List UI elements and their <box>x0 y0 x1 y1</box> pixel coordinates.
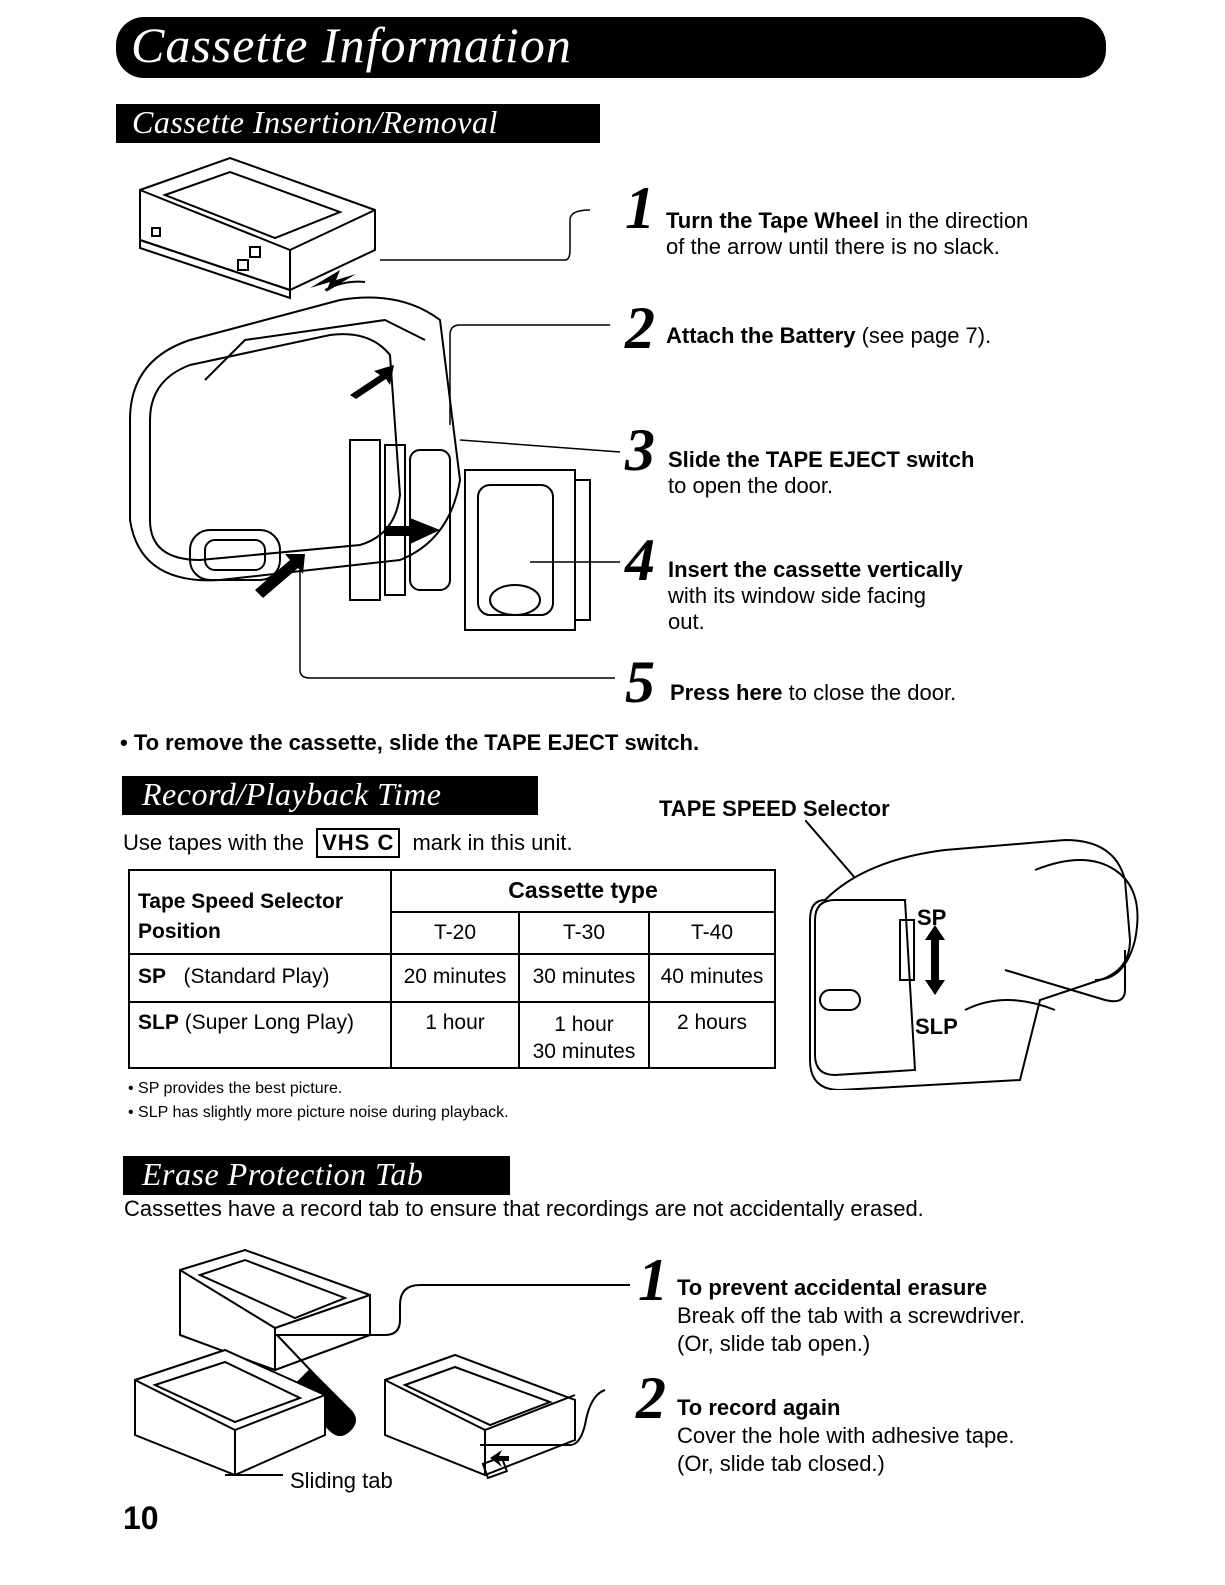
sp-t30: 30 minutes <box>518 953 650 1003</box>
table-header-cassette-type: Cassette type <box>390 869 776 913</box>
step-1-line2: of the arrow until there is no slack. <box>666 234 1000 259</box>
tape-speed-table: Tape Speed Selector Position Cassette ty… <box>128 869 776 1069</box>
intro-before: Use tapes with the <box>123 830 304 855</box>
slp-desc: (Super Long Play) <box>184 1011 354 1034</box>
erase-step-1-title: To prevent accidental erasure <box>677 1275 988 1300</box>
step-2-bold: Attach the Battery <box>666 323 856 348</box>
remove-note: • To remove the cassette, slide the TAPE… <box>120 730 700 755</box>
step-1-number: 1 <box>625 175 655 241</box>
erase-step-1-text: To prevent accidental erasure Break off … <box>677 1274 1097 1358</box>
erase-step-2-line2: (Or, slide tab closed.) <box>677 1451 885 1476</box>
step-4-bold: Insert the cassette vertically <box>668 557 963 582</box>
erase-step-2-line1: Cover the hole with adhesive tape. <box>677 1423 1015 1448</box>
intro-after: mark in this unit. <box>412 830 573 855</box>
camcorder-illustration <box>110 150 750 690</box>
sp-mode: SP <box>138 965 167 988</box>
wheel-arrow-icon <box>310 270 356 292</box>
type-t40: T-40 <box>648 911 776 955</box>
erase-intro: Cassettes have a record tab to ensure th… <box>124 1196 924 1221</box>
step-1-text: Turn the Tape Wheel in the direction of … <box>666 208 1086 260</box>
step-4-text: Insert the cassette vertically with its … <box>668 557 1088 635</box>
tape-speed-selector-label: TAPE SPEED Selector <box>659 796 890 821</box>
tape-speed-selector-illustration: SP SLP <box>805 820 1145 1090</box>
erase-step-2-title: To record again <box>677 1395 841 1420</box>
press-arrow-icon <box>255 554 305 598</box>
step-1-bold: Turn the Tape Wheel <box>666 208 880 233</box>
erase-tab-illustration <box>125 1240 645 1500</box>
step-5-rest: to close the door. <box>782 680 957 705</box>
erase-step-2-text: To record again Cover the hole with adhe… <box>677 1394 1097 1478</box>
leader-lines <box>300 210 620 678</box>
title-bar <box>116 17 1106 78</box>
insertion-section-title: Cassette Insertion/Removal <box>132 104 498 140</box>
playback-intro: Use tapes with the VHS C mark in this un… <box>123 828 573 858</box>
sp-desc: (Standard Play) <box>183 965 330 988</box>
step-4-line3: out. <box>668 609 705 634</box>
playback-section-title: Record/Playback Time <box>142 776 442 812</box>
erase-section-bar <box>123 1156 510 1195</box>
step-3-text: Slide the TAPE EJECT switch to open the … <box>668 447 1088 499</box>
page-number: 10 <box>123 1500 159 1536</box>
insertion-section-bar <box>116 104 600 143</box>
erase-step-2-number: 2 <box>636 1365 666 1431</box>
cassette-drawing <box>140 158 375 298</box>
sp-t20: 20 minutes <box>390 953 520 1003</box>
step-1-rest: in the direction <box>879 208 1029 233</box>
erase-step-1-line2: (Or, slide tab open.) <box>677 1331 871 1356</box>
row-slp-label: SLP (Super Long Play) <box>128 1001 392 1069</box>
speed-switch-arrow-icon <box>925 925 945 995</box>
step-5-text: Press here to close the door. <box>670 680 1090 706</box>
step-3-number: 3 <box>625 417 655 483</box>
sp-marker: SP <box>917 905 946 930</box>
note-sp: • SP provides the best picture. <box>128 1080 343 1097</box>
step-2-number: 2 <box>625 295 655 361</box>
cover-arrow-icon <box>490 1450 509 1467</box>
step-4-number: 4 <box>625 527 655 593</box>
row-sp-label: SP (Standard Play) <box>128 953 392 1003</box>
battery-arrow-icon <box>350 365 394 399</box>
step-2-rest: (see page 7). <box>855 323 992 348</box>
playback-section-bar <box>122 776 538 815</box>
slp-marker: SLP <box>915 1014 958 1039</box>
type-t20: T-20 <box>390 911 520 955</box>
slp-t20: 1 hour <box>390 1001 520 1069</box>
step-2-text: Attach the Battery (see page 7). <box>666 323 1086 349</box>
step-3-line2: to open the door. <box>668 473 834 498</box>
note-slp: • SLP has slightly more picture noise du… <box>128 1104 509 1121</box>
sp-t40: 40 minutes <box>648 953 776 1003</box>
step-5-bold: Press here <box>670 680 783 705</box>
slp-t30-line2: 30 minutes <box>532 1040 636 1063</box>
header-line2: Position <box>138 920 221 943</box>
erase-section-title: Erase Protection Tab <box>142 1156 424 1192</box>
table-header-position: Tape Speed Selector Position <box>128 869 392 955</box>
camcorder-drawing <box>130 298 590 631</box>
page-title: Cassette Information <box>131 17 572 73</box>
sliding-tab-label: Sliding tab <box>290 1468 393 1493</box>
insert-arrow-icon <box>385 518 440 544</box>
step-4-line2: with its window side facing <box>668 583 927 608</box>
step-5-number: 5 <box>625 649 655 715</box>
slp-t40: 2 hours <box>648 1001 776 1069</box>
slp-t30: 1 hour 30 minutes <box>518 1001 650 1069</box>
type-t30: T-30 <box>518 911 650 955</box>
erase-step-1-line1: Break off the tab with a screwdriver. <box>677 1303 1026 1328</box>
vhsc-mark: VHS C <box>316 828 401 858</box>
slp-t30-line1: 1 hour <box>554 1013 614 1036</box>
slp-mode: SLP <box>138 1011 179 1034</box>
step-3-bold: Slide the TAPE EJECT switch <box>668 447 975 472</box>
header-line1: Tape Speed Selector <box>138 890 344 913</box>
erase-step-1-number: 1 <box>638 1247 668 1313</box>
